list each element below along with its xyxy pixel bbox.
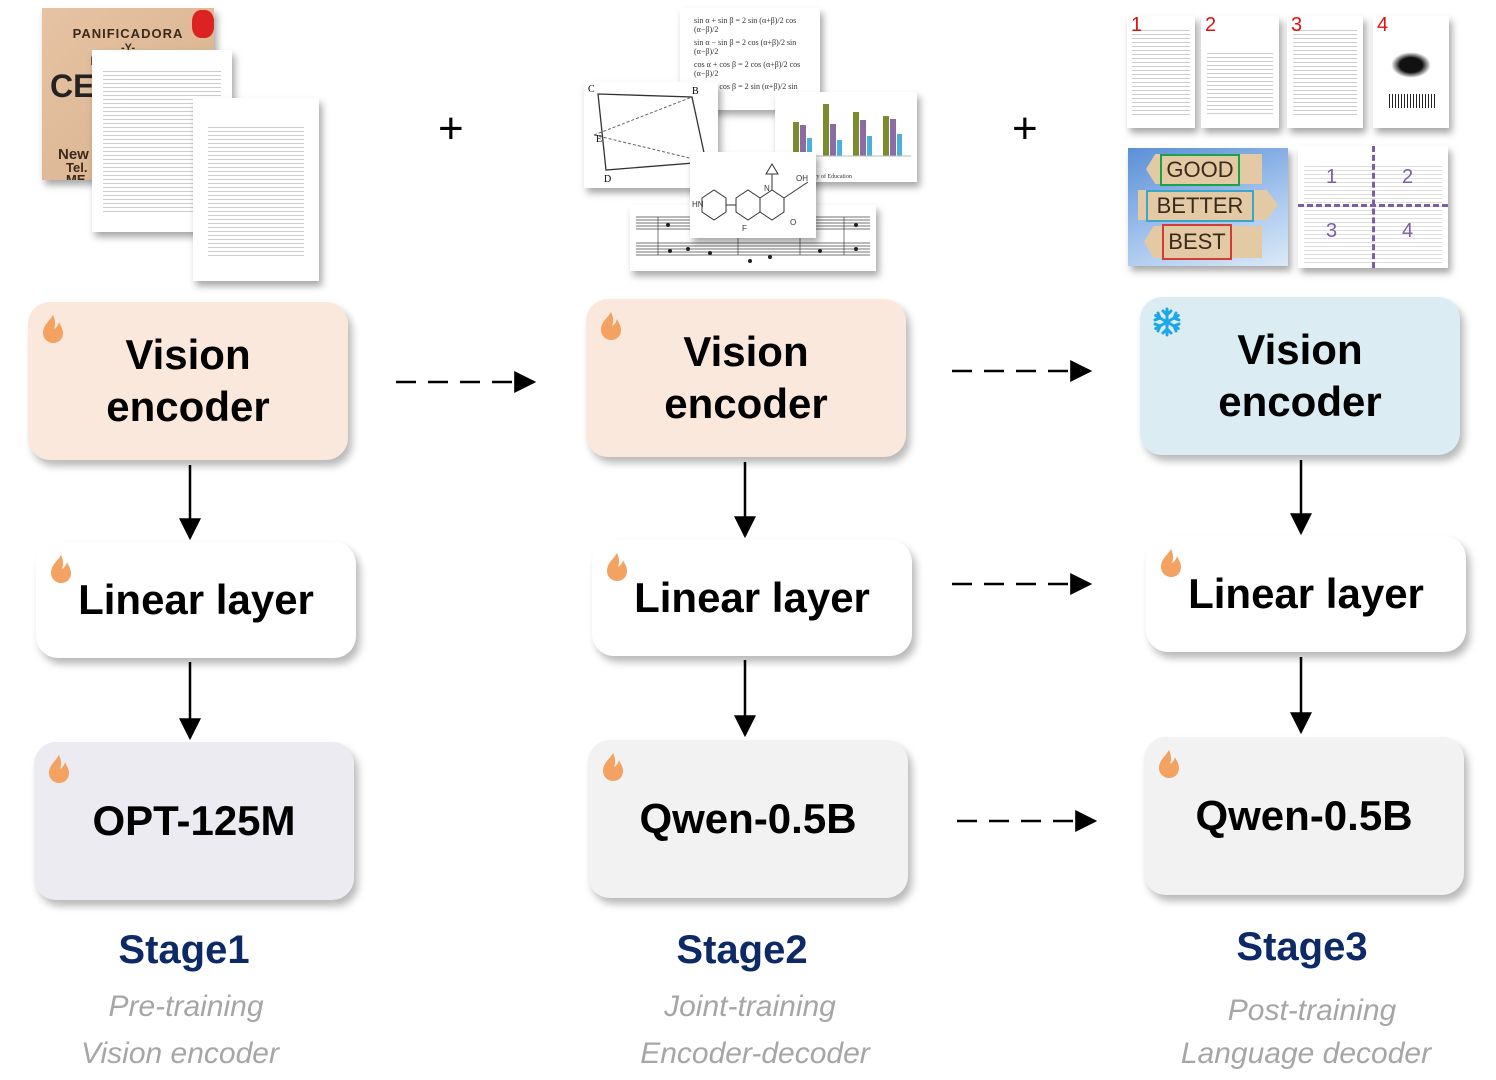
stage3-vision-encoder-block: Vision encoder — [1140, 297, 1460, 455]
poster-text-7: ME — [66, 172, 86, 180]
stage3-subtitle-line2: Language decoder — [1180, 1037, 1432, 1070]
molecule-label-f: F — [742, 224, 747, 233]
multipage-page-4: 4 — [1373, 16, 1449, 128]
plus-sign-2: + — [1012, 104, 1038, 153]
stage2-decoder-block: Qwen-0.5B — [588, 740, 908, 898]
poster-text-4: CE — [50, 68, 95, 104]
stage2-subtitle-line2: Encoder-decoder — [640, 1037, 870, 1070]
stage1-subtitle-line1: Pre-training — [108, 990, 264, 1023]
stage1-linear-layer-block: Linear layer — [36, 542, 356, 658]
molecule-label-o: O — [790, 218, 797, 227]
page-number-1: 1 — [1131, 16, 1143, 36]
block-label: Vision encoder — [664, 328, 828, 427]
stage3-linear-layer-block: Linear layer — [1146, 536, 1466, 652]
formula-line-3: cos α + cos β = 2 cos (α+β)/2 cos (α−β)/… — [694, 60, 801, 78]
plus-sign-1: + — [438, 104, 464, 153]
page-number-3: 3 — [1291, 16, 1303, 36]
block-label: Vision encoder — [106, 331, 270, 430]
multipage-page-2: 2 — [1201, 16, 1279, 128]
molecule-image: HN N F O OH — [690, 152, 816, 238]
multipage-page-3: 3 — [1287, 16, 1363, 128]
block-label: Vision encoder — [1218, 326, 1382, 425]
page-number-4: 4 — [1377, 16, 1389, 36]
stage1-title: Stage1 — [118, 928, 250, 972]
sign-word-best: BEST — [1162, 224, 1232, 260]
stage2-vision-encoder-block: Vision encoder — [586, 299, 906, 457]
snowflake-icon — [1152, 307, 1182, 337]
geometry-label-b: B — [692, 86, 699, 97]
molecule-label-n: N — [764, 184, 770, 193]
stage1-vision-encoder-block: Vision encoder — [28, 302, 348, 460]
flame-icon — [1156, 749, 1182, 779]
quadrant-number-2: 2 — [1402, 166, 1414, 188]
flame-icon — [48, 554, 74, 584]
block-label: Linear layer — [634, 574, 870, 621]
sign-word-good: GOOD — [1160, 154, 1240, 186]
poster-text-5: New — [58, 146, 89, 163]
flame-icon — [604, 552, 630, 582]
stage3-decoder-block: Qwen-0.5B — [1144, 737, 1464, 895]
stage2-linear-layer-block: Linear layer — [592, 540, 912, 656]
poster-text-1: PANIFICADORA — [72, 26, 184, 41]
flame-icon — [1158, 548, 1184, 578]
block-label: Qwen-0.5B — [639, 795, 857, 842]
quadrant-number-4: 4 — [1402, 220, 1414, 242]
formula-line-2: sin α − sin β = 2 cos (α+β)/2 sin (α−β)/… — [694, 38, 797, 56]
stage3-title: Stage3 — [1236, 925, 1368, 969]
geometry-label-c: C — [588, 84, 595, 95]
quadrant-page-image: 1 2 3 4 — [1298, 146, 1448, 268]
flame-icon — [40, 314, 66, 344]
page-number-2: 2 — [1205, 16, 1217, 36]
flame-icon — [600, 752, 626, 782]
flame-icon — [46, 754, 72, 784]
multipage-page-1: 1 — [1127, 16, 1195, 128]
block-label: OPT-125M — [92, 797, 296, 844]
poster-text-6: Tel. — [66, 160, 88, 175]
stage1-decoder-block: OPT-125M — [34, 742, 354, 900]
stage2-title: Stage2 — [676, 928, 808, 972]
stage1-subtitle-line2: Vision encoder — [81, 1037, 279, 1070]
stage3-subtitle-line1: Post-training — [1227, 994, 1397, 1027]
sign-word-better: BETTER — [1146, 190, 1254, 222]
stage2-subtitle-line1: Joint-training — [664, 990, 836, 1023]
block-label: Qwen-0.5B — [1195, 792, 1413, 839]
formula-line-1: sin α + sin β = 2 sin (α+β)/2 cos (α−β)/… — [694, 16, 797, 34]
block-label: Linear layer — [1188, 570, 1424, 617]
geometry-label-d: D — [604, 174, 612, 185]
molecule-label-hn: HN — [692, 200, 704, 209]
signpost-image: GOOD BETTER BEST — [1128, 148, 1288, 266]
geometry-label-e: E — [596, 134, 603, 145]
block-label: Linear layer — [78, 576, 314, 623]
quadrant-number-3: 3 — [1326, 220, 1338, 242]
quadrant-number-1: 1 — [1326, 166, 1338, 188]
chinese-paper-page — [193, 98, 319, 281]
molecule-label-oh: OH — [796, 174, 808, 183]
flame-icon — [598, 311, 624, 341]
